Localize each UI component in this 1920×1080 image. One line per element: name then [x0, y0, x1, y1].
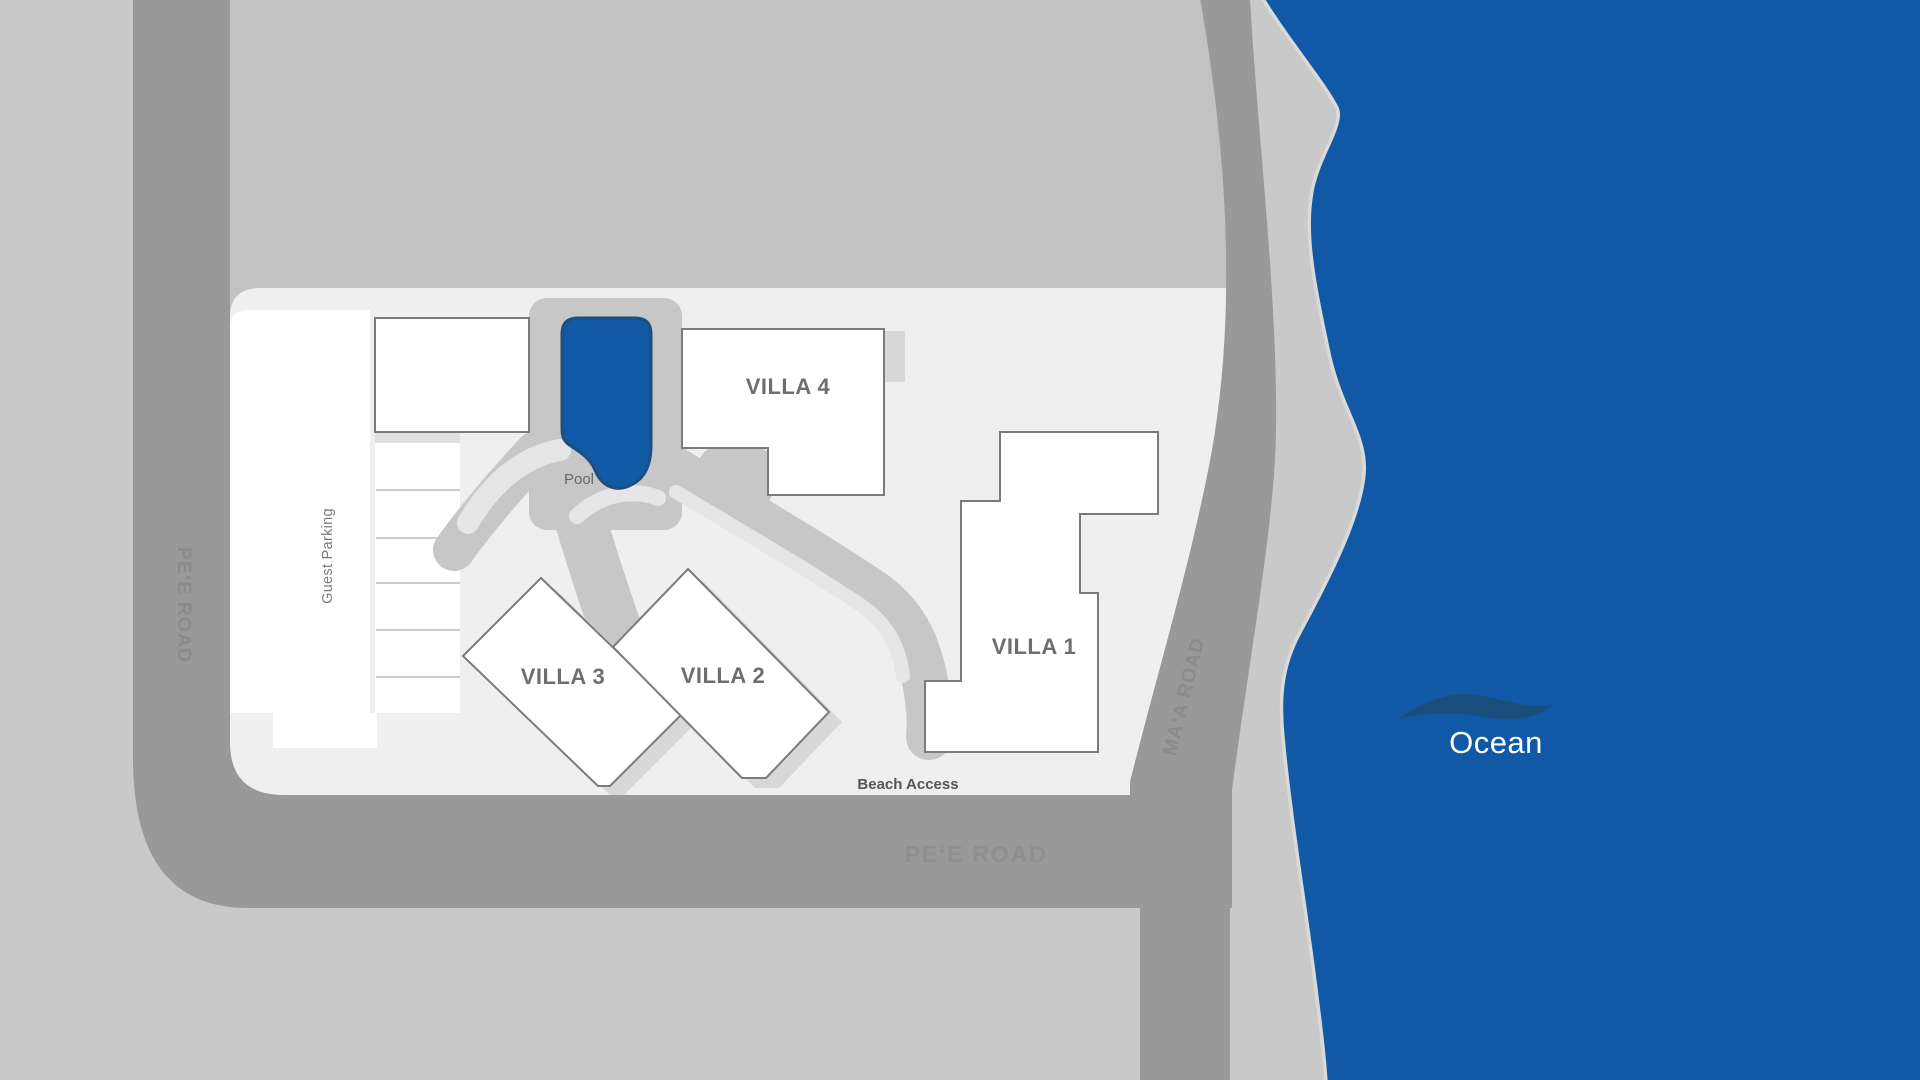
- pool-label: Pool: [564, 471, 594, 488]
- junction-curve-beach: [1232, 874, 1266, 908]
- villa-4-side-deck: [884, 331, 905, 382]
- beach-access-label: Beach Access: [857, 776, 958, 793]
- junction-curve-property: [1098, 763, 1130, 795]
- ocean-label: Ocean: [1449, 725, 1543, 760]
- roads: PE‘E ROAD PE‘E ROAD MA‘A ROAD: [133, 0, 1277, 1080]
- parking-stall-dividers: [376, 489, 460, 678]
- villa-2-building: [611, 567, 831, 779]
- buildings: [374, 317, 1159, 796]
- parking-stalls: [375, 442, 460, 713]
- ocean-region: Ocean: [1261, 0, 1920, 1080]
- villa-1-building: [924, 431, 1159, 753]
- property-corner-curve: [230, 288, 257, 315]
- pee-road-west-label: PE‘E ROAD: [173, 547, 195, 663]
- road-corner-southwest: [133, 705, 336, 908]
- villa-4-label: VILLA 4: [746, 374, 831, 399]
- villa-3-label: VILLA 3: [521, 664, 606, 689]
- parking-stalls-top-strip: [375, 432, 460, 443]
- guest-parking-area: [230, 310, 377, 748]
- pee-road-west: [133, 0, 230, 710]
- villa-1-label: VILLA 1: [992, 634, 1077, 659]
- upper-land-block: [133, 0, 1248, 288]
- junction-curve-southeast: [1230, 908, 1264, 942]
- junction-curve-southwest: [1106, 908, 1140, 942]
- clubhouse-building: [374, 317, 530, 433]
- maa-road: [1128, 0, 1277, 1080]
- pool-border: [560, 316, 653, 490]
- guest-parking-label: Guest Parking: [320, 508, 336, 604]
- ocean-water: [1265, 0, 1920, 1080]
- walkway-accent: [457, 439, 571, 534]
- pool: [562, 318, 651, 489]
- wave-icon: [1398, 694, 1552, 720]
- pee-road-south: [330, 795, 1231, 908]
- walkway-accent: [669, 485, 910, 683]
- pee-road-south-label: PE‘E ROAD: [905, 841, 1048, 867]
- walkway-to-villas-2-3: [552, 486, 648, 672]
- villa-2-label: VILLA 2: [681, 663, 766, 688]
- villa-4-building: [681, 328, 885, 496]
- walkway-accent: [569, 485, 666, 524]
